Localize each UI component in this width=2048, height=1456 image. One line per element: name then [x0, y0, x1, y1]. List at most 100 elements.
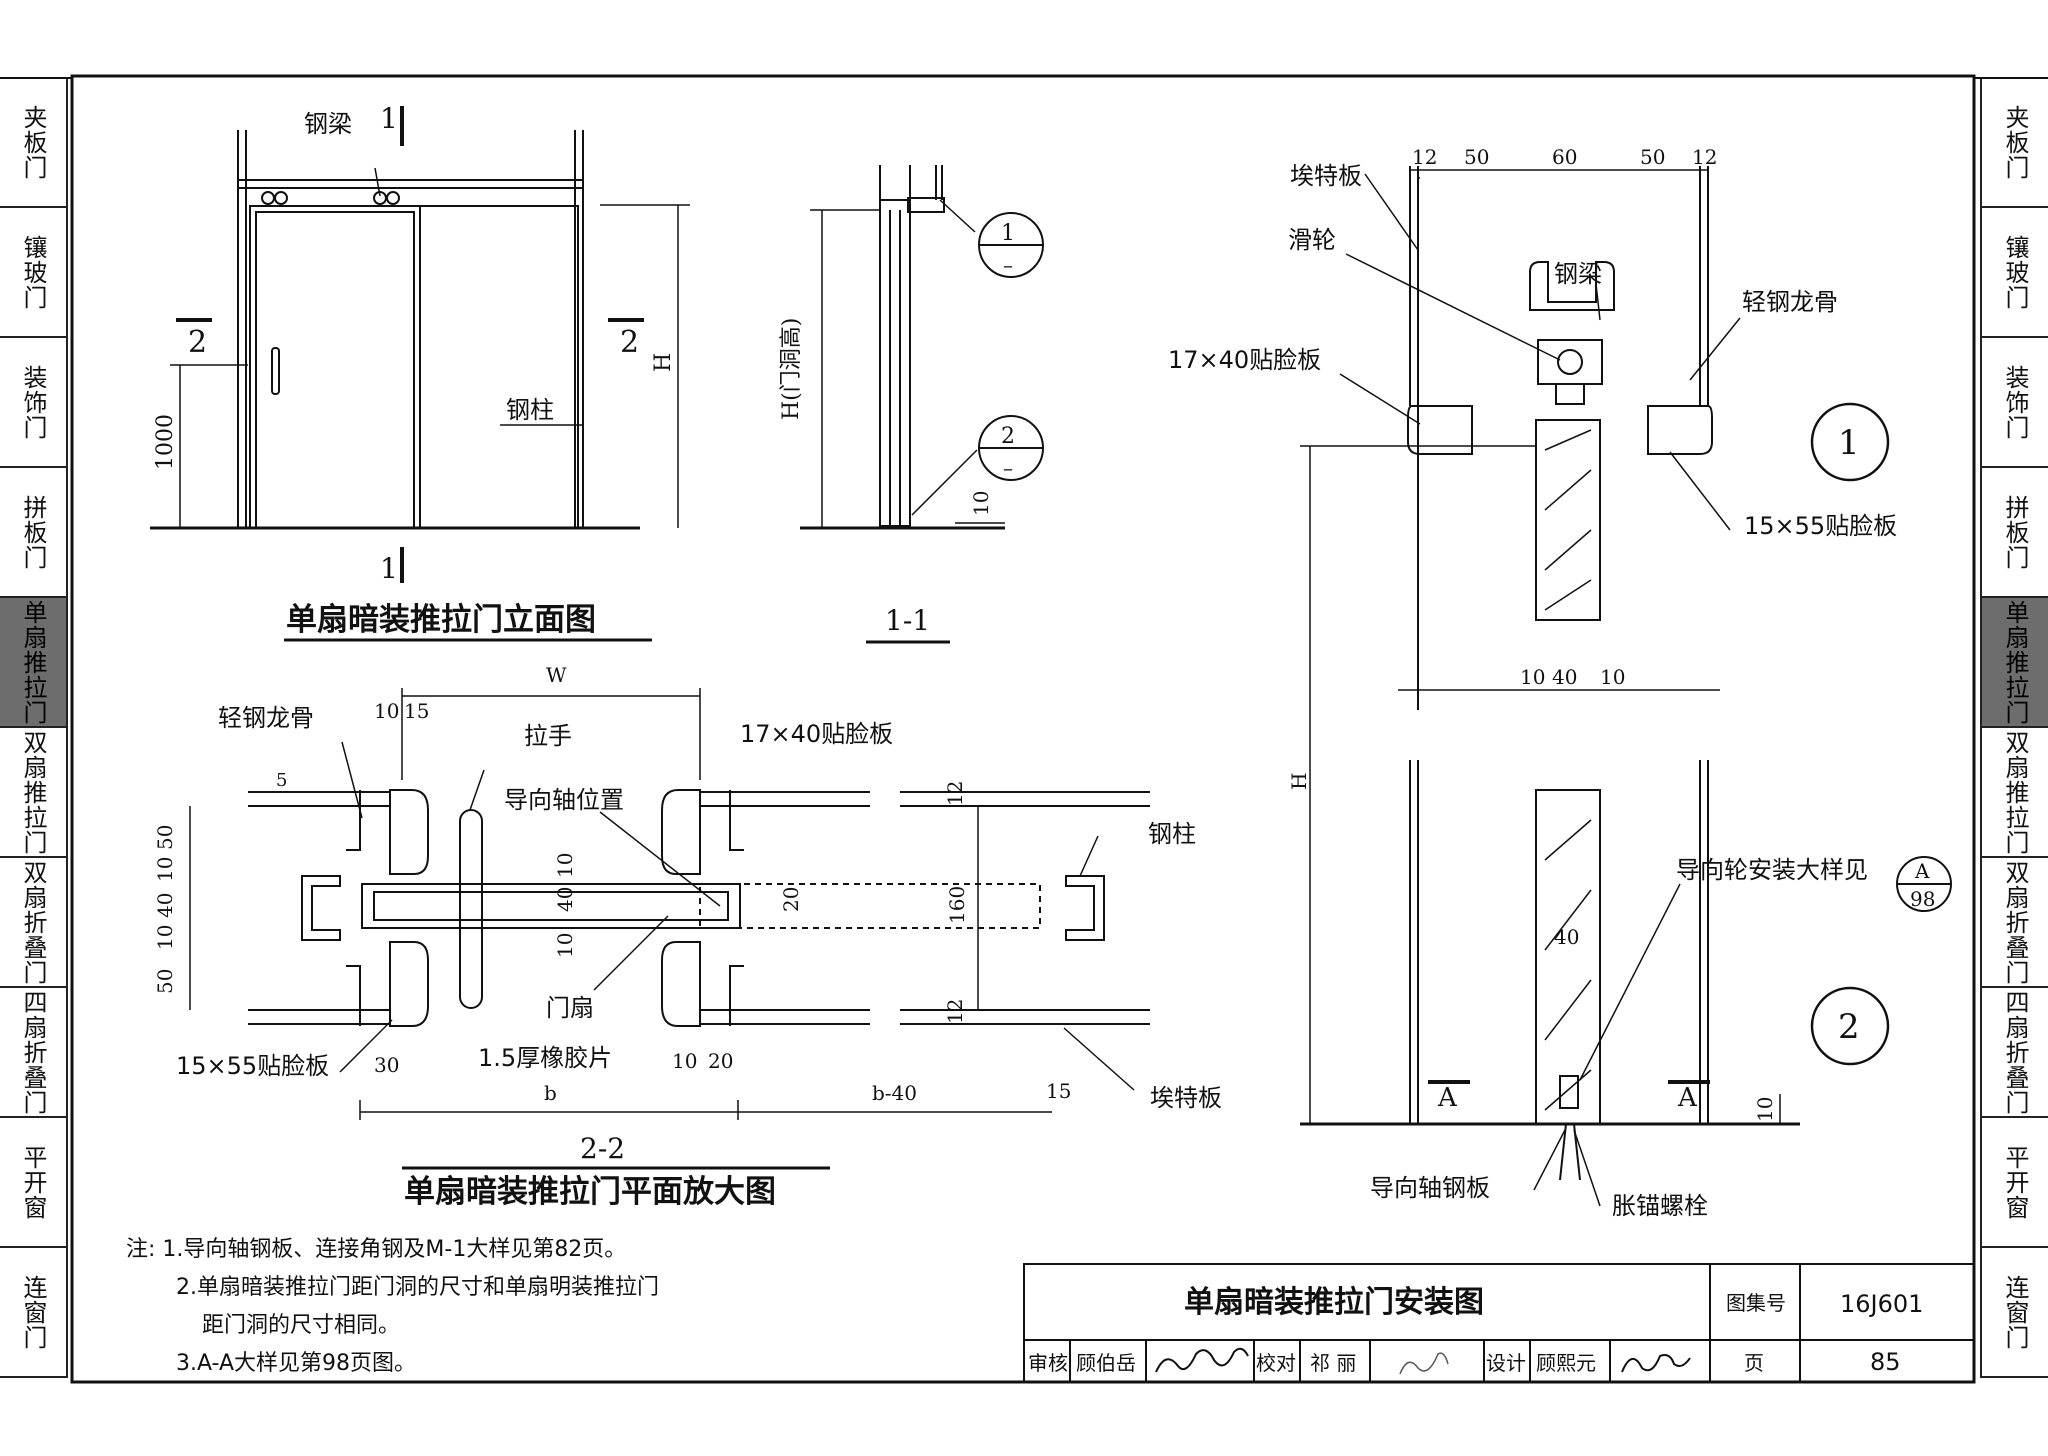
install-dim-50b: 50 [1640, 145, 1665, 169]
install-circle-2: 2 [1838, 1007, 1860, 1047]
plan-dim-bottom-10: 10 [672, 1049, 697, 1073]
plan-label-column: 钢柱 [1148, 820, 1196, 848]
plan-dim-top-15: 15 [404, 699, 429, 723]
callout-1-bottom: – [1003, 253, 1013, 277]
plan-section-number: 2-2 [580, 1132, 625, 1165]
title-block-checker: 祁 丽 [1310, 1351, 1356, 1375]
tab-right-7[interactable]: 四扇折叠门 [1980, 988, 2048, 1118]
tab-right-3[interactable]: 拼板门 [1980, 468, 2048, 598]
plan-label-handle: 拉手 [524, 722, 572, 750]
plan-label-panel-17x40: 17×40贴脸板 [740, 720, 893, 748]
install-section-a-left: A [1437, 1083, 1458, 1113]
plan-label-light-steel: 轻钢龙骨 [218, 704, 314, 732]
elev-label-column: 钢柱 [506, 396, 554, 424]
sheet-frame [70, 74, 1976, 1384]
tab-left-0[interactable]: 夹板门 [0, 78, 68, 208]
plan-dim-12b: 12 [943, 999, 967, 1024]
plan-dim-12a: 12 [943, 781, 967, 806]
tab-left-4-active[interactable]: 单扇推拉门 [0, 598, 68, 728]
callout-1-top: 1 [1001, 221, 1015, 246]
tab-right-6[interactable]: 双扇折叠门 [1980, 858, 2048, 988]
title-block-title: 单扇暗装推拉门安装图 [1184, 1285, 1484, 1320]
section11-dim-h: H(门洞高) [779, 318, 804, 420]
tab-left-8[interactable]: 平开窗 [0, 1118, 68, 1248]
plan-dim-15: 15 [1046, 1079, 1071, 1103]
tab-right-8[interactable]: 平开窗 [1980, 1118, 2048, 1248]
elev-section-2-right: 2 [620, 325, 639, 360]
install-detail-drawing [1300, 166, 1952, 1207]
install-dim-12b: 12 [1692, 145, 1717, 169]
tab-right-1[interactable]: 镶玻门 [1980, 208, 2048, 338]
tab-left-9[interactable]: 连窗门 [0, 1248, 68, 1378]
plan-title: 单扇暗装推拉门平面放大图 [404, 1174, 776, 1210]
plan-dim-160: 160 [945, 886, 969, 924]
tab-left-6[interactable]: 双扇折叠门 [0, 858, 68, 988]
install-circle-1: 1 [1838, 423, 1860, 463]
install-label-panel-17x40: 17×40贴脸板 [1168, 346, 1321, 374]
elev-label-beam: 钢梁 [304, 110, 352, 138]
plan-dim-center-10b: 10 [553, 933, 577, 958]
plan-2-2-drawing [189, 688, 1150, 1120]
title-block-atlas-label: 图集号 [1726, 1291, 1786, 1315]
install-dim-12a: 12 [1412, 145, 1437, 169]
plan-dim-left-10a: 10 [153, 857, 177, 882]
install-dim-h: H [1287, 773, 1311, 790]
plan-dim-left-50b: 50 [153, 969, 177, 994]
plan-label-guide-axis: 导向轴位置 [504, 786, 624, 814]
tab-right-5[interactable]: 双扇推拉门 [1980, 728, 2048, 858]
install-label-panel-15x55: 15×55贴脸板 [1744, 512, 1897, 540]
install-dim-mid-10b: 10 [1600, 665, 1625, 689]
elev-section-1-bottom: 1 [380, 552, 398, 585]
install-label-light-steel: 轻钢龙骨 [1742, 288, 1838, 316]
note-line-1: 注: 1.导向轴钢板、连接角钢及M-1大样见第82页。 [126, 1237, 626, 1262]
title-block-reviewer: 顾伯岳 [1076, 1351, 1136, 1375]
plan-dim-center-40: 40 [553, 887, 577, 912]
plan-dim-center-10a: 10 [553, 853, 577, 878]
install-dim-40: 40 [1554, 925, 1579, 949]
elev-section-2-left: 2 [188, 325, 207, 360]
install-dim-10: 10 [1753, 1097, 1777, 1122]
plan-dim-b: b [544, 1081, 557, 1105]
plan-dim-b40: b-40 [872, 1081, 917, 1105]
tab-left-5[interactable]: 双扇推拉门 [0, 728, 68, 858]
callout-2-top: 2 [1001, 424, 1015, 449]
install-section-a-right: A [1677, 1083, 1698, 1113]
install-label-board: 埃特板 [1290, 162, 1362, 190]
plan-dim-left-40: 40 [153, 893, 177, 918]
install-label-beam: 钢梁 [1554, 260, 1602, 288]
install-ref-top: A [1914, 859, 1930, 883]
install-dim-mid-40: 40 [1552, 665, 1577, 689]
install-dim-mid-10a: 10 [1520, 665, 1545, 689]
tab-right-9[interactable]: 连窗门 [1980, 1248, 2048, 1378]
title-block-page-label: 页 [1744, 1351, 1764, 1375]
tab-right-4-active[interactable]: 单扇推拉门 [1980, 598, 2048, 728]
left-nav-tabs: 夹板门 镶玻门 装饰门 拼板门 单扇推拉门 双扇推拉门 双扇折叠门 四扇折叠门 … [0, 78, 68, 1378]
plan-label-door-leaf: 门扇 [546, 994, 594, 1022]
note-line-3: 距门洞的尺寸相同。 [202, 1313, 400, 1338]
tab-right-0[interactable]: 夹板门 [1980, 78, 2048, 208]
plan-dim-30: 30 [374, 1053, 399, 1077]
install-label-guide-wheel: 导向轮安装大样见 [1676, 856, 1868, 884]
plan-label-rubber: 1.5厚橡胶片 [478, 1044, 612, 1072]
note-line-4: 3.A-A大样见第98页图。 [176, 1351, 416, 1376]
plan-label-board: 埃特板 [1150, 1084, 1222, 1112]
plan-dim-left-10b: 10 [153, 925, 177, 950]
tab-left-1[interactable]: 镶玻门 [0, 208, 68, 338]
tab-right-2[interactable]: 装饰门 [1980, 338, 2048, 468]
install-label-guide-plate: 导向轴钢板 [1370, 1174, 1490, 1202]
title-block-page-no: 85 [1870, 1348, 1901, 1376]
title-block-designer: 顾熙元 [1536, 1351, 1596, 1375]
plan-dim-top-10: 10 [374, 699, 399, 723]
plan-dim-w: W [546, 663, 567, 687]
tab-left-2[interactable]: 装饰门 [0, 338, 68, 468]
elevation-drawing [150, 106, 690, 583]
plan-dim-20: 20 [779, 887, 803, 912]
section11-dim-10: 10 [969, 491, 993, 516]
right-nav-tabs: 夹板门 镶玻门 装饰门 拼板门 单扇推拉门 双扇推拉门 双扇折叠门 四扇折叠门 … [1980, 78, 2048, 1378]
title-block-atlas-no: 16J601 [1840, 1290, 1923, 1318]
title-block-design-label: 设计 [1486, 1351, 1526, 1375]
section-1-1-drawing [800, 165, 1044, 530]
tab-left-7[interactable]: 四扇折叠门 [0, 988, 68, 1118]
install-label-pulley: 滑轮 [1288, 226, 1336, 254]
tab-left-3[interactable]: 拼板门 [0, 468, 68, 598]
